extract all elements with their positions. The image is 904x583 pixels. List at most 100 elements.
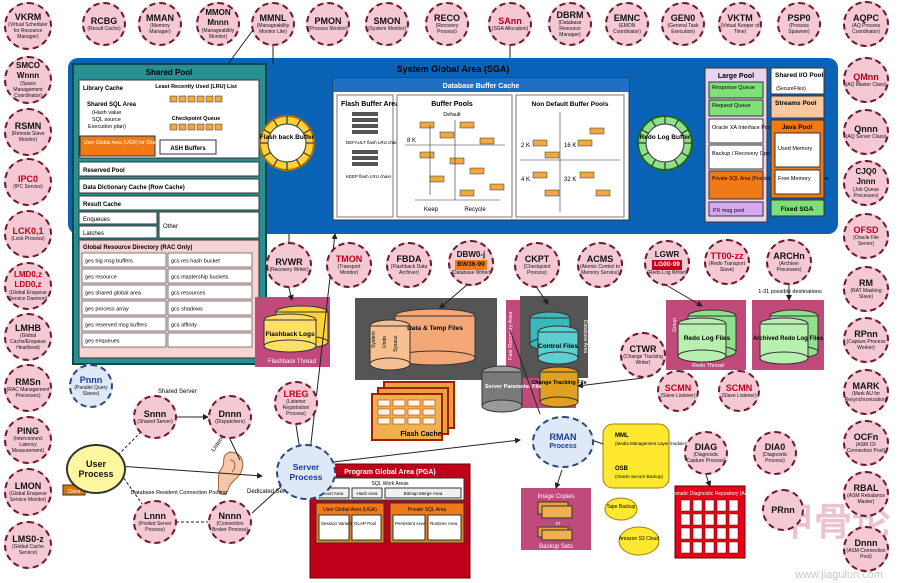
process-mmnl[interactable]: MMNL(Manageability Monitor Lite) [251,2,295,46]
process-label: OFSD [853,225,879,235]
archived-logs-label: Archived Redo Log Files [753,336,824,342]
process-reco[interactable]: RECO(Recovery Process) [425,2,469,46]
backup-ops-box [708,144,764,170]
adr-document [704,513,715,526]
process-lmhb[interactable]: LMHB(Global Cache/Enqueue Heartbeat) [4,313,52,361]
process-gen0[interactable]: GEN0(General Task Execution) [661,2,705,46]
process-scmn2[interactable]: SCMN(Slave Listener) [718,370,760,412]
process-nnnn[interactable]: Nnnn(Connection Broker Process) [208,500,252,544]
osb-label: OSB [615,466,629,472]
process-description: (Pooled Server Process) [138,521,172,533]
process-rpnn[interactable]: RPnn(Capture Process Worker) [843,317,889,363]
destinations-label: 1-31 possible destinations [758,289,822,295]
adr-document [680,527,691,540]
process-description: (Recovery Writer) [269,267,309,273]
process-mman[interactable]: MMAN(Memory Manager) [138,2,182,46]
process-ocfn[interactable]: OCFn(ASM CF Connection Pool) [843,420,889,466]
process-ofsd[interactable]: OFSD(Oracle File Server) [843,213,889,259]
process-sann[interactable]: SAnn(SGA Allocation) [488,2,532,46]
wheel-spoke [681,128,689,135]
process-ctwr[interactable]: CTWR(Change Tracking Writer) [620,332,666,378]
process-dbrm[interactable]: DBRM(Database Resource Manager) [548,2,592,46]
adr-document [692,541,703,554]
process-smon[interactable]: SMON(System Monitor) [365,2,409,46]
process-tt[interactable]: TT00-zz(Redo Transport Slave) [704,239,750,285]
runtime-area-label: Runtime Area [430,521,458,526]
process-label: Dnnn [218,409,242,419]
process-acms[interactable]: ACMS(Atomic Control to Memory Service) [577,242,623,288]
process-fbda[interactable]: FBDA(Flashback Data Archiver) [386,242,432,288]
process-archn[interactable]: ARCHn(Archiver Processes) [766,239,812,285]
shared-io-sub: (SecureFiles) [776,86,806,92]
process-ping[interactable]: PING(Interconnect Latency Measurement) [4,416,52,464]
process-mark[interactable]: MARK(Mark AU for Resynchronization) [843,369,889,415]
process-tmon[interactable]: TMON(Transport Monitor) [326,242,372,288]
process-description: (Slave Listener) [660,393,696,399]
process-description: (Slave Listener) [721,393,757,399]
process-dia0[interactable]: DIA0(Diagnostic Process) [753,431,797,475]
server-process-node[interactable]: Server Process [276,444,336,500]
flash-cache-cell [422,417,436,425]
backup-ops-label: Backup / Recovery Operations [712,151,787,157]
process-ckpt[interactable]: CKPT(Checkpoint Process) [514,242,560,288]
process-vktm[interactable]: VKTM(Virtual Keeper of Time) [718,2,762,46]
process-snnn[interactable]: Snnn(Shared Server) [133,395,177,439]
process-label: PING [16,426,39,436]
process-pnnn[interactable]: Pnnn(Parallel Query Slaves) [69,364,113,408]
process-description: (Database Resource Manager) [558,20,582,38]
process-lreg[interactable]: LREG(Listener Registration Process) [274,381,318,425]
reserved-pool-box [78,161,260,177]
sort-area-label: Sort Area [325,491,344,496]
process-qmnn[interactable]: QMnn(AQ Master Class) [843,57,889,103]
process-description: (Virtual Keeper of Time) [720,23,760,35]
grd-cell [167,252,253,268]
db-area-label: Database Area [582,320,588,353]
flash-cache-cell [422,408,436,416]
process-lmon[interactable]: LMON(Global Enqueue Service Monitor) [4,468,52,516]
process-rvwr[interactable]: RVWR(Recovery Writer) [266,242,312,288]
process-qnnn[interactable]: Qnnn(AQ Server Class) [843,109,889,155]
process-psp0[interactable]: PSP0(Process Spawner) [777,2,821,46]
process-rsmn[interactable]: RSMN(Remote Slave Monitor) [4,108,52,156]
process-rm[interactable]: RM(RAT Masking Slave) [843,266,889,312]
process-scmn1[interactable]: SCMN(Slave Listener) [657,370,699,412]
process-ipc0[interactable]: IPC0(IPC Service) [4,158,52,206]
rman-node[interactable]: RMAN Process [532,416,594,468]
process-rbal[interactable]: RBAL(ASM Rebalance Master) [843,471,889,517]
process-description: (Atomic Control to Memory Service) [579,264,620,276]
user-process-node[interactable]: User Process [66,444,126,494]
lgwr-node[interactable]: LGWR LG00-99 (Redo Log Writer) [644,240,690,286]
process-diag[interactable]: DIAG(Diagnostic Capture Process) [684,431,728,475]
s3-cloud-bubble [618,526,660,556]
process-vkrm[interactable]: VKRM(Virtual Scheduler for Resource Mana… [4,2,52,50]
process-description: (AQ Process Coordinator) [851,23,881,35]
change-tracking-cylinder [539,366,579,408]
dbw-node[interactable]: DBW0-j BW36-99 (Database Writer) [448,240,494,286]
process-description: (Archiver Processes) [776,261,802,273]
buffer-cache-label: Database Buffer Cache [443,83,520,90]
process-lnnn[interactable]: Lnnn(Pooled Server Process) [133,500,177,544]
process-pmon[interactable]: PMON(Process Monitor) [306,2,350,46]
process-lmsz[interactable]: LMS0-z(Global Cache Service) [4,521,52,569]
process-prnn[interactable]: PRnn [762,489,804,531]
process-rcbg[interactable]: RCBG(Result Cache) [82,2,126,46]
buffer-block [419,151,435,159]
process-aqpc[interactable]: AQPC(AQ Process Coordinator) [843,1,889,47]
process-label: SMON [373,16,401,26]
process-description: (Global Cache Service) [12,544,44,556]
wheel-spoke [263,151,271,158]
process-lck0[interactable]: LCK0,1(Lock Process) [4,210,52,258]
grd-cell-label: ges reserved msg buffers [85,323,147,329]
process-label: RCBG [90,16,118,26]
process-dnnn[interactable]: Dnnn(Dispatchers) [208,395,252,439]
process-description: (SGA Allocation) [491,26,529,32]
process-dnnn2[interactable]: Dnnn(ASM Connection Pool) [843,526,889,572]
adr-document [728,541,739,554]
dedicated-server-label: Dedicated Server [247,489,293,495]
process-emnc[interactable]: EMNC(EMON Coordinator) [605,2,649,46]
process-rmsn[interactable]: RMSn(RAC Management Processes) [4,364,52,412]
